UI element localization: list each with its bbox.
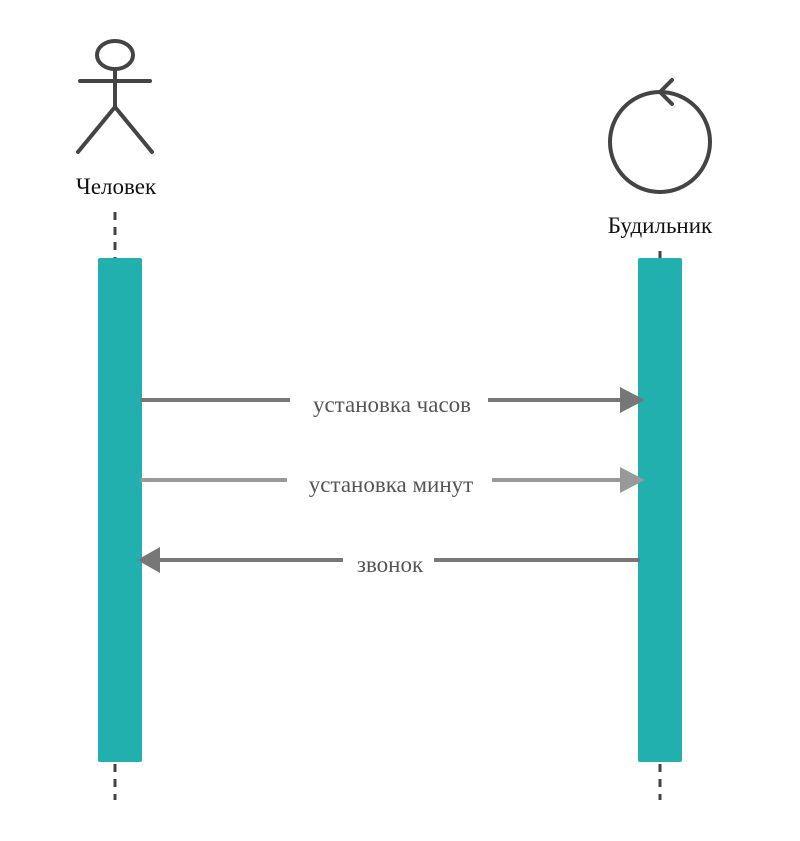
participant-control[interactable]: Будильник: [608, 78, 713, 238]
message-arrow[interactable]: установка часов: [140, 387, 645, 417]
arrowhead-right-icon: [620, 467, 645, 493]
message-arrow[interactable]: звонок: [137, 547, 640, 577]
message-label: установка часов: [313, 392, 471, 417]
control-label: Будильник: [608, 213, 713, 238]
message-arrow[interactable]: установка минут: [140, 467, 645, 497]
participant-actor[interactable]: Человек: [76, 39, 157, 199]
actor-activation-bar[interactable]: [98, 258, 142, 762]
control-activation-bar[interactable]: [638, 258, 682, 762]
message-label: звонок: [357, 552, 424, 577]
arrowhead-right-icon: [620, 387, 645, 413]
control-circle-icon: [608, 78, 712, 194]
actor-stick-figure-icon: [76, 39, 154, 154]
message-label: установка минут: [309, 472, 473, 497]
actor-label: Человек: [76, 174, 157, 199]
arrowhead-left-icon: [137, 547, 160, 573]
